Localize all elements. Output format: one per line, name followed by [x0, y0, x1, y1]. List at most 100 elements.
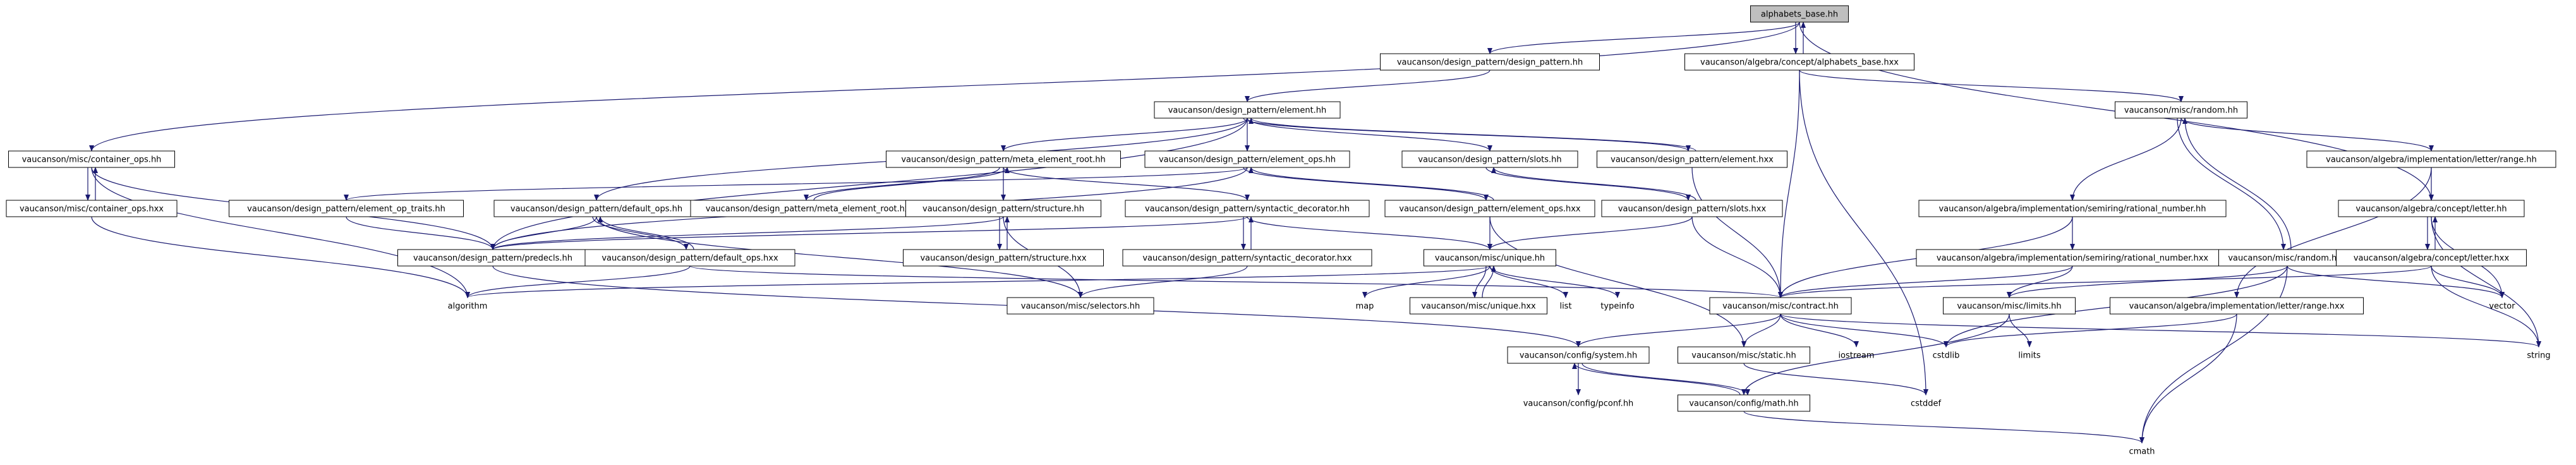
- node-selectors-hh[interactable]: vaucanson/misc/selectors.hh: [1007, 297, 1154, 315]
- node-element-ops-hh[interactable]: vaucanson/design_pattern/element_ops.hh: [1144, 150, 1350, 168]
- edge-unique_hh-to-map: [1362, 265, 1491, 298]
- node-syntactic-decorator-hxx[interactable]: vaucanson/design_pattern/syntactic_decor…: [1122, 249, 1372, 267]
- node-box: [903, 249, 1104, 267]
- node-element-hxx[interactable]: vaucanson/design_pattern/element.hxx: [1597, 150, 1787, 168]
- edge-contract_hh-to-system_hh: [1576, 313, 1781, 347]
- node-unique-hxx[interactable]: vaucanson/misc/unique.hxx: [1410, 297, 1547, 315]
- node-box: [1122, 249, 1372, 267]
- node-box: [1401, 150, 1578, 168]
- node-range-hh[interactable]: vaucanson/algebra/implementation/letter/…: [2306, 150, 2556, 168]
- node-label: vaucanson/design_pattern/default_ops.hxx: [602, 254, 778, 263]
- edge-range_hxx-to-cstdlib: [1944, 313, 2237, 347]
- edge-meta_element_root_hh-to-syntactic_decorator_hh: [1003, 167, 1250, 201]
- node-box: [1916, 249, 2229, 267]
- node-system-hh[interactable]: vaucanson/config/system.hh: [1507, 346, 1650, 364]
- edge-default_ops_hxx-to-contract_hh: [689, 265, 1783, 298]
- node-vector: vector: [2489, 302, 2515, 311]
- node-label: vaucanson/design_pattern/syntactic_decor…: [1142, 254, 1352, 263]
- edge-slots_hh-to-slots_hxx: [1485, 167, 1691, 201]
- node-box: [1678, 346, 1810, 364]
- node-container-ops-hxx[interactable]: vaucanson/misc/container_ops.hxx: [6, 200, 178, 217]
- node-label: cstddef: [1911, 399, 1942, 409]
- edge-alphabets_base_hxx-to-random_hh: [1799, 69, 2184, 102]
- node-box: [2115, 101, 2247, 119]
- edge-rational_number_hxx-to-contract_hh: [1778, 265, 2073, 298]
- edge-limits_hh-to-math_hh: [1741, 313, 2010, 396]
- node-label: string: [2527, 351, 2550, 361]
- node-letter-hh[interactable]: vaucanson/algebra/concept/letter.hh: [2338, 200, 2525, 217]
- edge-element_ops_hxx-to-element_ops_hh: [1249, 167, 1494, 201]
- node-structure-hh[interactable]: vaucanson/design_pattern/structure.hh: [905, 200, 1101, 217]
- node-element-hh[interactable]: vaucanson/design_pattern/element.hh: [1154, 101, 1341, 119]
- node-label: vaucanson/misc/selectors.hh: [1021, 302, 1140, 311]
- node-label: vaucanson/design_pattern/element.hh: [1168, 106, 1327, 116]
- edge-slots_hxx-to-slots_hh: [1491, 167, 1696, 201]
- edge-syntactic_decorator_hh-to-predecls_hh: [490, 216, 1248, 250]
- node-predecls-hh[interactable]: vaucanson/design_pattern/predecls.hh: [397, 249, 588, 267]
- node-label: vaucanson/design_pattern/element_op_trai…: [247, 205, 445, 214]
- node-box: [1684, 53, 1914, 71]
- node-iostream: iostream: [1838, 351, 1874, 361]
- node-math-hh[interactable]: vaucanson/config/math.hh: [1678, 394, 1810, 412]
- node-rational-number-hxx[interactable]: vaucanson/algebra/implementation/semirin…: [1916, 249, 2229, 267]
- node-structure-hxx[interactable]: vaucanson/design_pattern/structure.hxx: [903, 249, 1104, 267]
- node-label: vaucanson/design_pattern/predecls.hh: [413, 254, 572, 263]
- node-label: vaucanson/algebra/concept/alphabets_base…: [1700, 58, 1899, 68]
- edge-random_hxx-to-random_hh: [2182, 118, 2292, 250]
- node-unique-hh[interactable]: vaucanson/misc/unique.hh: [1424, 249, 1556, 267]
- edge-element_hh-to-predecls_hh: [490, 118, 1248, 250]
- node-meta-element-root-hxx[interactable]: vaucanson/design_pattern/meta_element_ro…: [690, 200, 930, 217]
- node-letter-hxx[interactable]: vaucanson/algebra/concept/letter.hxx: [2336, 249, 2527, 267]
- node-rational-number-hh[interactable]: vaucanson/algebra/implementation/semirin…: [1918, 200, 2227, 217]
- node-label: vaucanson/misc/unique.hxx: [1421, 302, 1536, 311]
- edge-alphabets_base_hxx-to-cstddef: [1799, 69, 1928, 396]
- node-alphabets-base-hxx[interactable]: vaucanson/algebra/concept/alphabets_base…: [1684, 53, 1914, 71]
- node-string: string: [2527, 351, 2550, 361]
- edge-random_hxx-to-vector: [2287, 265, 2505, 298]
- edge-element_hxx-to-contract_hh: [1691, 167, 1783, 298]
- edge-op_traits_hh-to-predecls_hh: [346, 216, 495, 250]
- node-box: [397, 249, 588, 267]
- node-label: cmath: [2129, 447, 2155, 457]
- node-label: vaucanson/design_pattern/syntactic_decor…: [1145, 205, 1350, 214]
- node-label: iostream: [1838, 351, 1874, 361]
- node-box: [1144, 150, 1350, 168]
- node-label: limits: [2018, 351, 2041, 361]
- node-label: vaucanson/misc/random.hxx: [2228, 254, 2347, 263]
- node-range-hxx[interactable]: vaucanson/algebra/implementation/letter/…: [2110, 297, 2364, 315]
- node-algorithm: algorithm: [448, 302, 488, 311]
- node-label: vaucanson/design_pattern/slots.hxx: [1618, 205, 1767, 214]
- node-static-hh[interactable]: vaucanson/misc/static.hh: [1678, 346, 1810, 364]
- node-label: alphabets_base.hh: [1761, 10, 1838, 20]
- node-label: vaucanson/misc/random.hh: [2124, 106, 2238, 116]
- node-box: [1154, 101, 1341, 119]
- node-default-ops-hxx[interactable]: vaucanson/design_pattern/default_ops.hxx: [584, 249, 795, 267]
- node-label: vaucanson/design_pattern/slots.hh: [1418, 155, 1561, 165]
- node-design-pattern-hh[interactable]: vaucanson/design_pattern/design_pattern.…: [1380, 53, 1600, 71]
- edge-contract_hh-to-string: [1780, 313, 2541, 347]
- node-label: vaucanson/algebra/implementation/semirin…: [1937, 254, 2209, 263]
- edge-letter_hxx-to-vector: [2431, 265, 2505, 298]
- node-contract-hh[interactable]: vaucanson/misc/contract.hh: [1709, 297, 1852, 315]
- node-syntactic-decorator-hh[interactable]: vaucanson/design_pattern/syntactic_decor…: [1125, 200, 1370, 217]
- node-element-ops-hxx[interactable]: vaucanson/design_pattern/element_ops.hxx: [1384, 200, 1595, 217]
- node-alphabets-base-hh[interactable]: alphabets_base.hh: [1750, 5, 1849, 23]
- node-cstdlib: cstdlib: [1933, 351, 1960, 361]
- node-random-hxx[interactable]: vaucanson/misc/random.hxx: [2218, 249, 2356, 267]
- node-op-traits-hh[interactable]: vaucanson/design_pattern/element_op_trai…: [229, 200, 464, 217]
- node-limits-hh[interactable]: vaucanson/misc/limits.hh: [1943, 297, 2076, 315]
- edge-unique_hh-to-unique_hxx: [1472, 265, 1487, 298]
- node-label: vaucanson/design_pattern/default_ops.hh: [511, 205, 682, 214]
- node-default-ops-hh[interactable]: vaucanson/design_pattern/default_ops.hh: [493, 200, 699, 217]
- node-label: algorithm: [448, 302, 488, 311]
- node-slots-hxx[interactable]: vaucanson/design_pattern/slots.hxx: [1601, 200, 1783, 217]
- edge-element_ops_hh-to-element_ops_hxx: [1243, 167, 1489, 201]
- node-container-ops-hh[interactable]: vaucanson/misc/container_ops.hh: [8, 150, 175, 168]
- edge-static_hh-to-cstddef: [1743, 363, 1928, 396]
- node-random-hh[interactable]: vaucanson/misc/random.hh: [2115, 101, 2247, 119]
- edge-contract_hh-to-cstdlib: [1780, 313, 1949, 347]
- node-box: [1601, 200, 1783, 217]
- node-meta-element-root-hh[interactable]: vaucanson/design_pattern/meta_element_ro…: [886, 150, 1121, 168]
- node-label: cstdlib: [1933, 351, 1960, 361]
- node-slots-hh[interactable]: vaucanson/design_pattern/slots.hh: [1401, 150, 1578, 168]
